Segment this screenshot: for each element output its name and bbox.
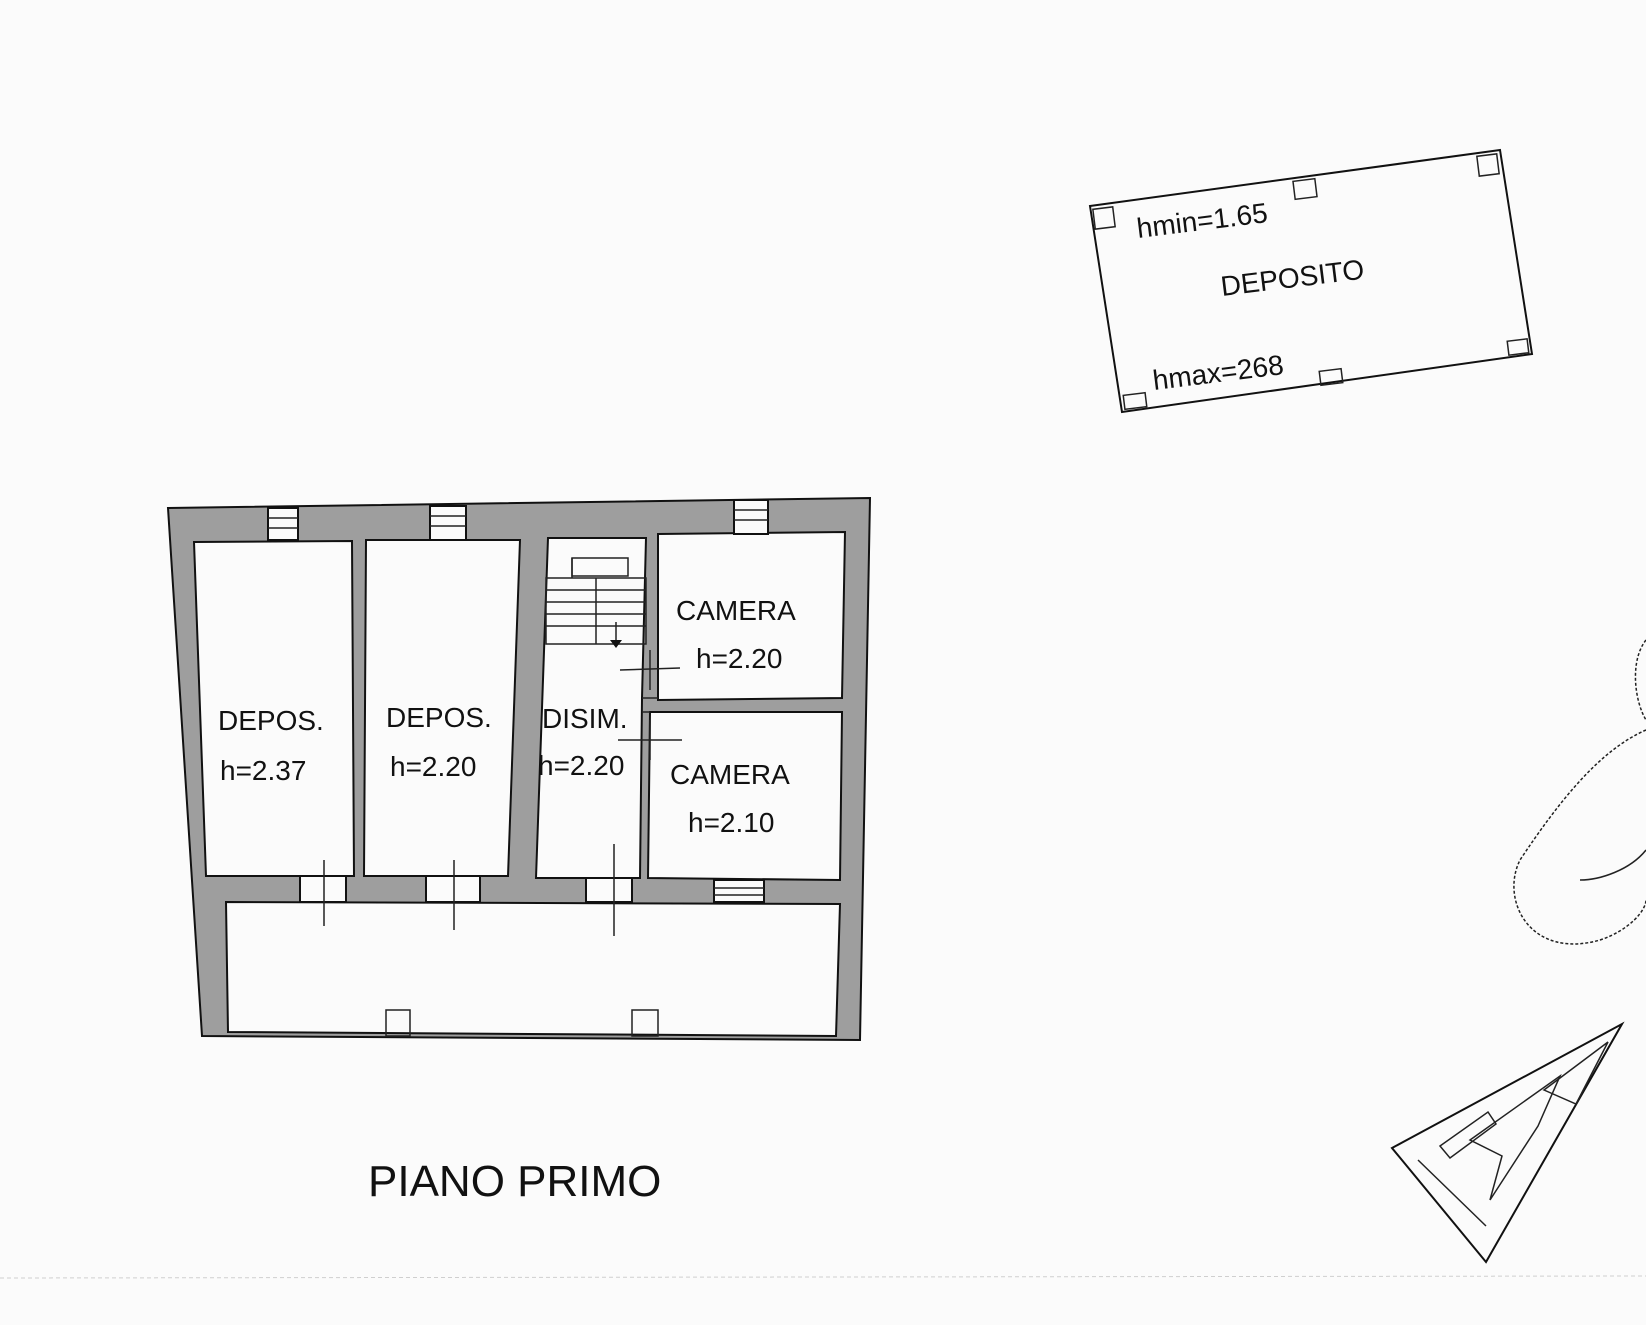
room-depos-2: [362, 539, 522, 877]
column-marker: [385, 1009, 411, 1037]
stair-icon: [545, 557, 647, 648]
room-camera-2: [646, 711, 844, 882]
top-windows: [267, 499, 769, 541]
column-marker: [1292, 177, 1318, 201]
camera-1-height: h=2.20: [696, 643, 782, 674]
window: [733, 499, 769, 535]
column-marker: [1476, 153, 1500, 177]
room-front-loggia: [224, 900, 842, 1038]
door-opening: [425, 875, 481, 903]
column-marker: [631, 1009, 659, 1037]
floor-title: PIANO PRIMO: [368, 1157, 661, 1206]
depos-1-height: h=2.37: [220, 755, 306, 786]
window: [713, 879, 765, 903]
deposito-annex-outline: [1088, 148, 1534, 414]
column-marker: [1122, 391, 1148, 411]
deposito-hmin-label: hmin=1.65: [1135, 197, 1269, 244]
camera-1-name: CAMERA: [676, 595, 796, 626]
interior-openings: [299, 697, 765, 903]
camera-2-height: h=2.10: [688, 807, 774, 838]
door-opening: [585, 877, 633, 903]
scan-edge-line: [0, 1275, 1646, 1279]
window: [267, 507, 299, 541]
camera-2-name: CAMERA: [670, 759, 790, 790]
depos-2-name: DEPOS.: [386, 702, 492, 733]
deposito-annex: hmin=1.65 DEPOSITO hmax=268: [1088, 148, 1534, 414]
column-marker: [1092, 206, 1116, 230]
disim-height: h=2.20: [538, 750, 624, 781]
deposito-hmax-label: hmax=268: [1151, 349, 1285, 396]
room-depos-1: [192, 539, 356, 877]
column-marker: [1318, 367, 1344, 387]
depos-1-name: DEPOS.: [218, 705, 324, 736]
room-disim: [534, 537, 648, 879]
door-opening: [299, 875, 347, 903]
disim-name: DISIM.: [542, 703, 628, 734]
north-arrow-icon: [1390, 1021, 1625, 1264]
depos-2-height: h=2.20: [390, 751, 476, 782]
column-marker: [1506, 337, 1530, 357]
room-camera-1: [657, 530, 847, 702]
signature-mark-icon: [1513, 639, 1646, 945]
door-marks: [323, 650, 682, 936]
deposito-name-label: DEPOSITO: [1219, 254, 1366, 302]
window: [429, 505, 467, 541]
main-floor-plan: DEPOS. h=2.37 DEPOS. h=2.20 DISIM. h=2.2…: [166, 496, 872, 1042]
